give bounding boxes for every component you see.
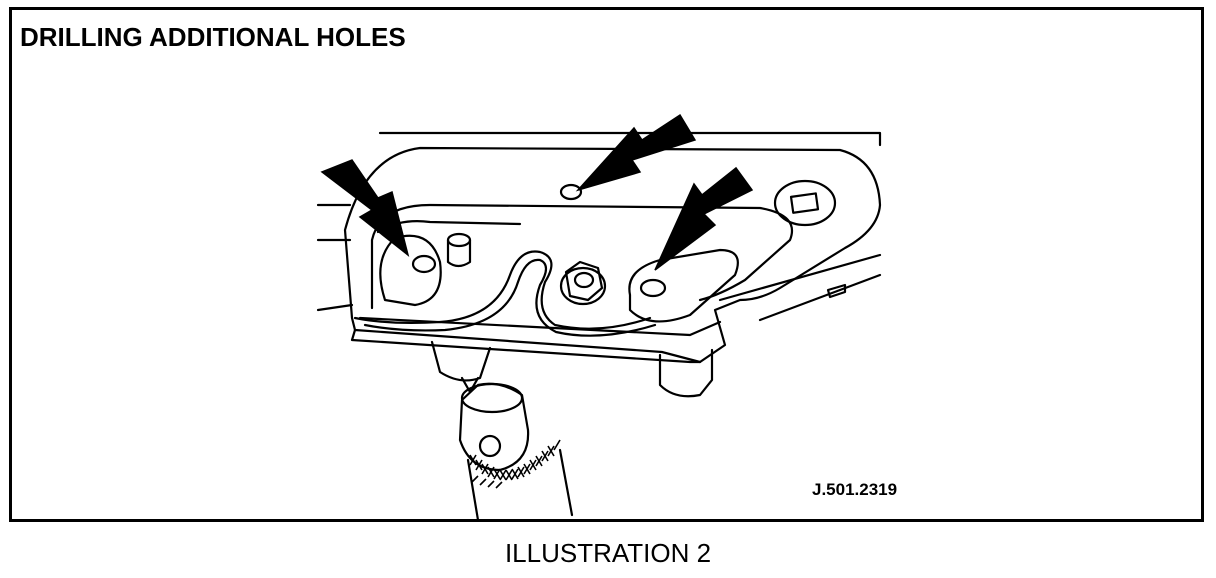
- drill-collar: [460, 382, 524, 414]
- drill-chuck: [430, 340, 492, 382]
- latch-plate-outline: [343, 146, 882, 364]
- embossed-edge: [358, 316, 722, 337]
- pointer-arrow-icon: [320, 159, 410, 257]
- left-post-top: [446, 232, 472, 248]
- centre-nut-base: [559, 266, 607, 306]
- lower-boss: [658, 348, 714, 398]
- figure-reference: J.501.2319: [812, 480, 898, 499]
- figure-frame: [9, 7, 1204, 522]
- square-stud: [789, 192, 820, 214]
- right-body-line: [758, 273, 882, 322]
- latch-plate-edge: [350, 328, 702, 364]
- drill-housing: [466, 448, 574, 522]
- left-body-line: [316, 303, 354, 312]
- drill-port: [478, 434, 502, 458]
- right-body-line: [718, 253, 882, 302]
- right-slot-recess: [628, 248, 739, 323]
- centre-nut: [564, 260, 604, 302]
- pointer-arrow-icon: [654, 166, 754, 271]
- striker-wire: [363, 258, 657, 337]
- figure-caption: ILLUSTRATION 2: [504, 538, 712, 568]
- square-stud-boss: [773, 179, 837, 227]
- background-edge-line: [378, 131, 882, 147]
- right-hole: [639, 278, 667, 298]
- left-post: [446, 238, 472, 268]
- pointer-arrow-icon: [575, 113, 697, 192]
- drill-body: [458, 382, 530, 472]
- right-slot: [826, 283, 847, 299]
- centre-nut-bore: [573, 271, 595, 289]
- figure-title: DRILLING ADDITIONAL HOLES: [20, 22, 406, 52]
- left-hole: [411, 254, 437, 274]
- top-hole: [559, 183, 583, 201]
- striker-wire: [353, 250, 652, 330]
- left-recess: [379, 234, 442, 307]
- knurled-grip: [469, 439, 561, 489]
